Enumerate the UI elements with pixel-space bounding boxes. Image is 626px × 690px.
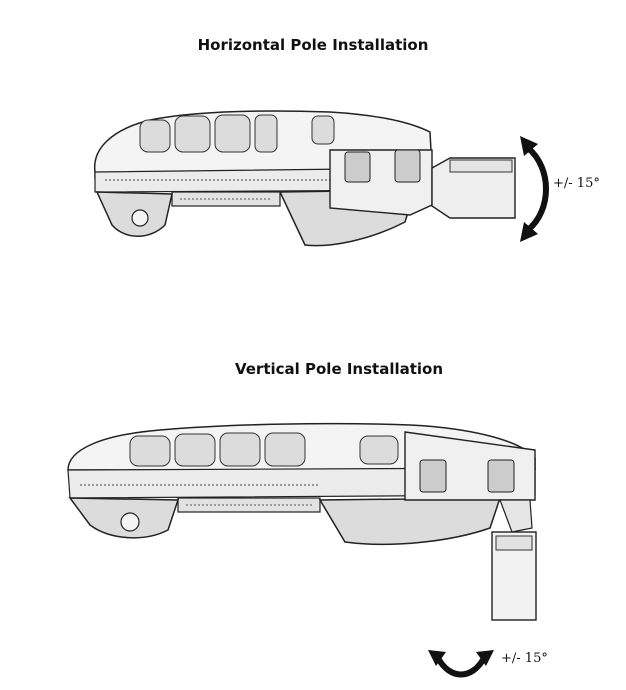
horizontal-fixture-drawing xyxy=(93,110,516,247)
rotation-arrow-icon xyxy=(428,650,494,678)
vertical-angle-label: +/- 15° xyxy=(501,651,548,666)
horizontal-installation-title: Horizontal Pole Installation xyxy=(197,36,429,54)
horizontal-angle-label: +/- 15° xyxy=(553,176,600,191)
vertical-fixture-drawing xyxy=(67,422,537,621)
rotation-arrow-icon xyxy=(520,136,549,242)
vertical-installation-title: Vertical Pole Installation xyxy=(234,360,444,378)
